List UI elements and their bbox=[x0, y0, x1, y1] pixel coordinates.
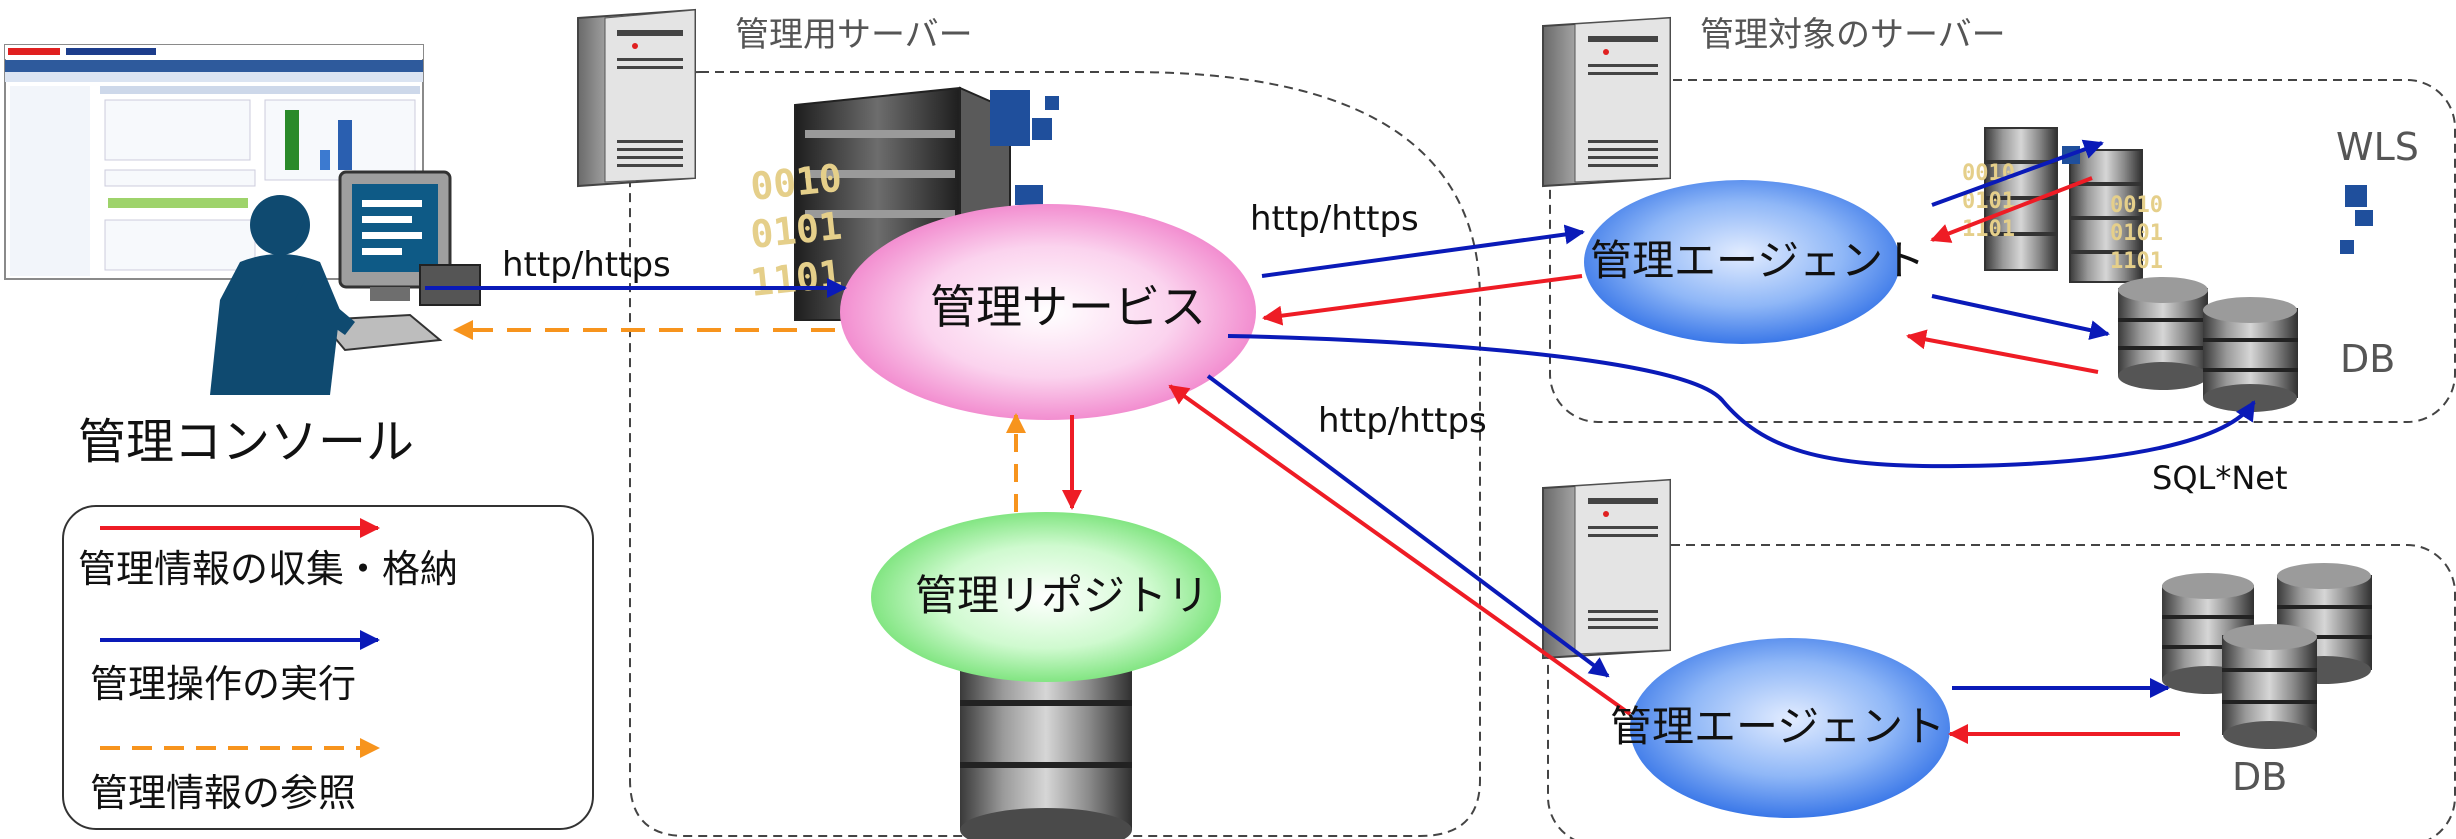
agent-top-label: 管理エージェント bbox=[1590, 236, 1926, 285]
arrow-service-to-agent-bottom bbox=[1206, 374, 1610, 678]
db-top-label: DB bbox=[2340, 337, 2396, 381]
binary-wls-1c: 1101 bbox=[1962, 217, 2015, 242]
server-tower-icon-managed-bottom bbox=[1542, 478, 1671, 660]
managed-server-zone-top bbox=[1549, 79, 2456, 423]
protocol-console: http/https bbox=[502, 245, 671, 285]
binary-wls-2c: 1101 bbox=[2110, 249, 2163, 274]
server-tower-icon-mgmt bbox=[577, 8, 696, 188]
management-agent-bottom-node bbox=[1630, 638, 1950, 818]
service-label: 管理サービス bbox=[930, 280, 1206, 334]
binary-text-1: 0010 bbox=[748, 156, 844, 209]
protocol-sqlnet: SQL*Net bbox=[2152, 459, 2288, 497]
arrow-agent-to-wls bbox=[1931, 139, 2104, 207]
legend-label-operate: 管理操作の実行 bbox=[90, 662, 357, 706]
managed-server-zone-label: 管理対象のサーバー bbox=[1700, 15, 2006, 55]
admin-person-icon bbox=[210, 170, 481, 395]
legend-label-collect: 管理情報の収集・格納 bbox=[78, 547, 459, 591]
arrow-db-top-to-agent bbox=[1906, 329, 2099, 374]
protocol-agent-top: http/https bbox=[1250, 199, 1419, 239]
managed-server-zone-bottom bbox=[1547, 544, 2456, 839]
agent-bottom-label: 管理エージェント bbox=[1610, 702, 1946, 751]
mgmt-server-zone-label: 管理用サーバー bbox=[735, 15, 973, 55]
legend-label-reference: 管理情報の参照 bbox=[90, 771, 357, 815]
arrow-agent-top-to-service bbox=[1262, 274, 1583, 326]
repository-label: 管理リポジトリ bbox=[915, 571, 1210, 620]
db-cylinders-top bbox=[2118, 277, 2298, 412]
binary-wls-1a: 0010 bbox=[1962, 161, 2015, 186]
binary-wls-2a: 0010 bbox=[2110, 193, 2163, 218]
management-agent-top-node bbox=[1584, 180, 1900, 344]
arrow-sqlnet bbox=[1227, 334, 2256, 469]
management-service-node bbox=[840, 204, 1256, 420]
legend-box bbox=[62, 505, 594, 830]
console-label: 管理コンソール bbox=[78, 414, 415, 470]
arrow-wls-to-agent bbox=[1930, 176, 2093, 243]
db-bottom-label: DB bbox=[2232, 755, 2288, 799]
binary-text-2: 0101 bbox=[748, 204, 844, 257]
management-repository-node bbox=[871, 512, 1221, 682]
db-cylinders-bottom bbox=[2162, 563, 2372, 749]
server-tower-icon-managed-top bbox=[1542, 16, 1671, 188]
arrow-agent-to-db-top bbox=[1931, 294, 2110, 340]
binary-wls-2b: 0101 bbox=[2110, 221, 2163, 246]
arrow-service-to-agent-top bbox=[1261, 224, 1585, 278]
wls-server-icon: 0010 0101 1101 0010 0101 1101 bbox=[1962, 127, 2373, 283]
wls-label: WLS bbox=[2336, 125, 2419, 169]
arrow-agent-bottom-to-service bbox=[1168, 384, 1632, 716]
protocol-agent-bottom: http/https bbox=[1318, 401, 1487, 441]
